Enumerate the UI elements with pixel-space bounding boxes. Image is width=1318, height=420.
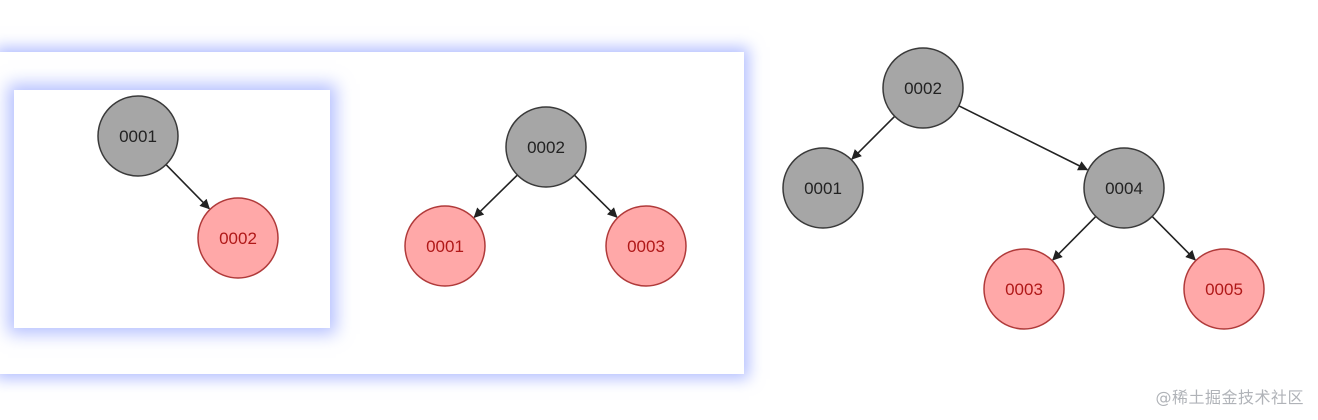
red-node-circle <box>1183 248 1265 330</box>
tree-node-t1-n2: 0002 <box>197 197 279 279</box>
tree-edge-t1-n1-to-t1-n2 <box>165 164 210 210</box>
tree-node-t3-n3: 0003 <box>983 248 1065 330</box>
tree-node-t1-n1: 0001 <box>97 95 179 177</box>
tree-node-t2-n1: 0001 <box>404 205 486 287</box>
tree-node-t3-n5: 0005 <box>1183 248 1265 330</box>
tree-edge-t3-n4-to-t3-n3 <box>1052 215 1097 261</box>
black-node-circle <box>782 147 864 229</box>
node-label: 0003 <box>1005 280 1043 299</box>
tree-edge-t3-n4-to-t3-n5 <box>1151 215 1196 261</box>
tree-edge-t2-n2-to-t2-n1 <box>473 174 518 218</box>
watermark-text: @稀土掘金技术社区 <box>1155 388 1304 407</box>
black-node-circle <box>97 95 179 177</box>
node-label: 0002 <box>527 138 565 157</box>
tree-edge-t3-n2-to-t3-n1 <box>851 115 896 160</box>
nodes-layer: 0001 0002 0002 0001 0003 0002 0001 0004 0003 0005 <box>97 47 1265 330</box>
black-node-circle <box>505 106 587 188</box>
tree-node-t3-n2: 0002 <box>882 47 964 129</box>
node-label: 0001 <box>426 237 464 256</box>
node-label: 0003 <box>627 237 665 256</box>
red-node-circle <box>983 248 1065 330</box>
tree-node-t2-n3: 0003 <box>605 205 687 287</box>
node-label: 0001 <box>119 127 157 146</box>
tree-edge-t3-n2-to-t3-n4 <box>958 105 1089 171</box>
red-node-circle <box>605 205 687 287</box>
red-node-circle <box>197 197 279 279</box>
black-node-circle <box>1083 147 1165 229</box>
tree-node-t2-n2: 0002 <box>505 106 587 188</box>
node-label: 0002 <box>904 79 942 98</box>
edges-layer <box>165 105 1196 261</box>
black-node-circle <box>882 47 964 129</box>
tree-edge-t2-n2-to-t2-n3 <box>573 174 618 218</box>
node-label: 0001 <box>804 179 842 198</box>
node-label: 0004 <box>1105 179 1143 198</box>
node-label: 0005 <box>1205 280 1243 299</box>
node-label: 0002 <box>219 229 257 248</box>
tree-node-t3-n4: 0004 <box>1083 147 1165 229</box>
red-node-circle <box>404 205 486 287</box>
tree-node-t3-n1: 0001 <box>782 147 864 229</box>
